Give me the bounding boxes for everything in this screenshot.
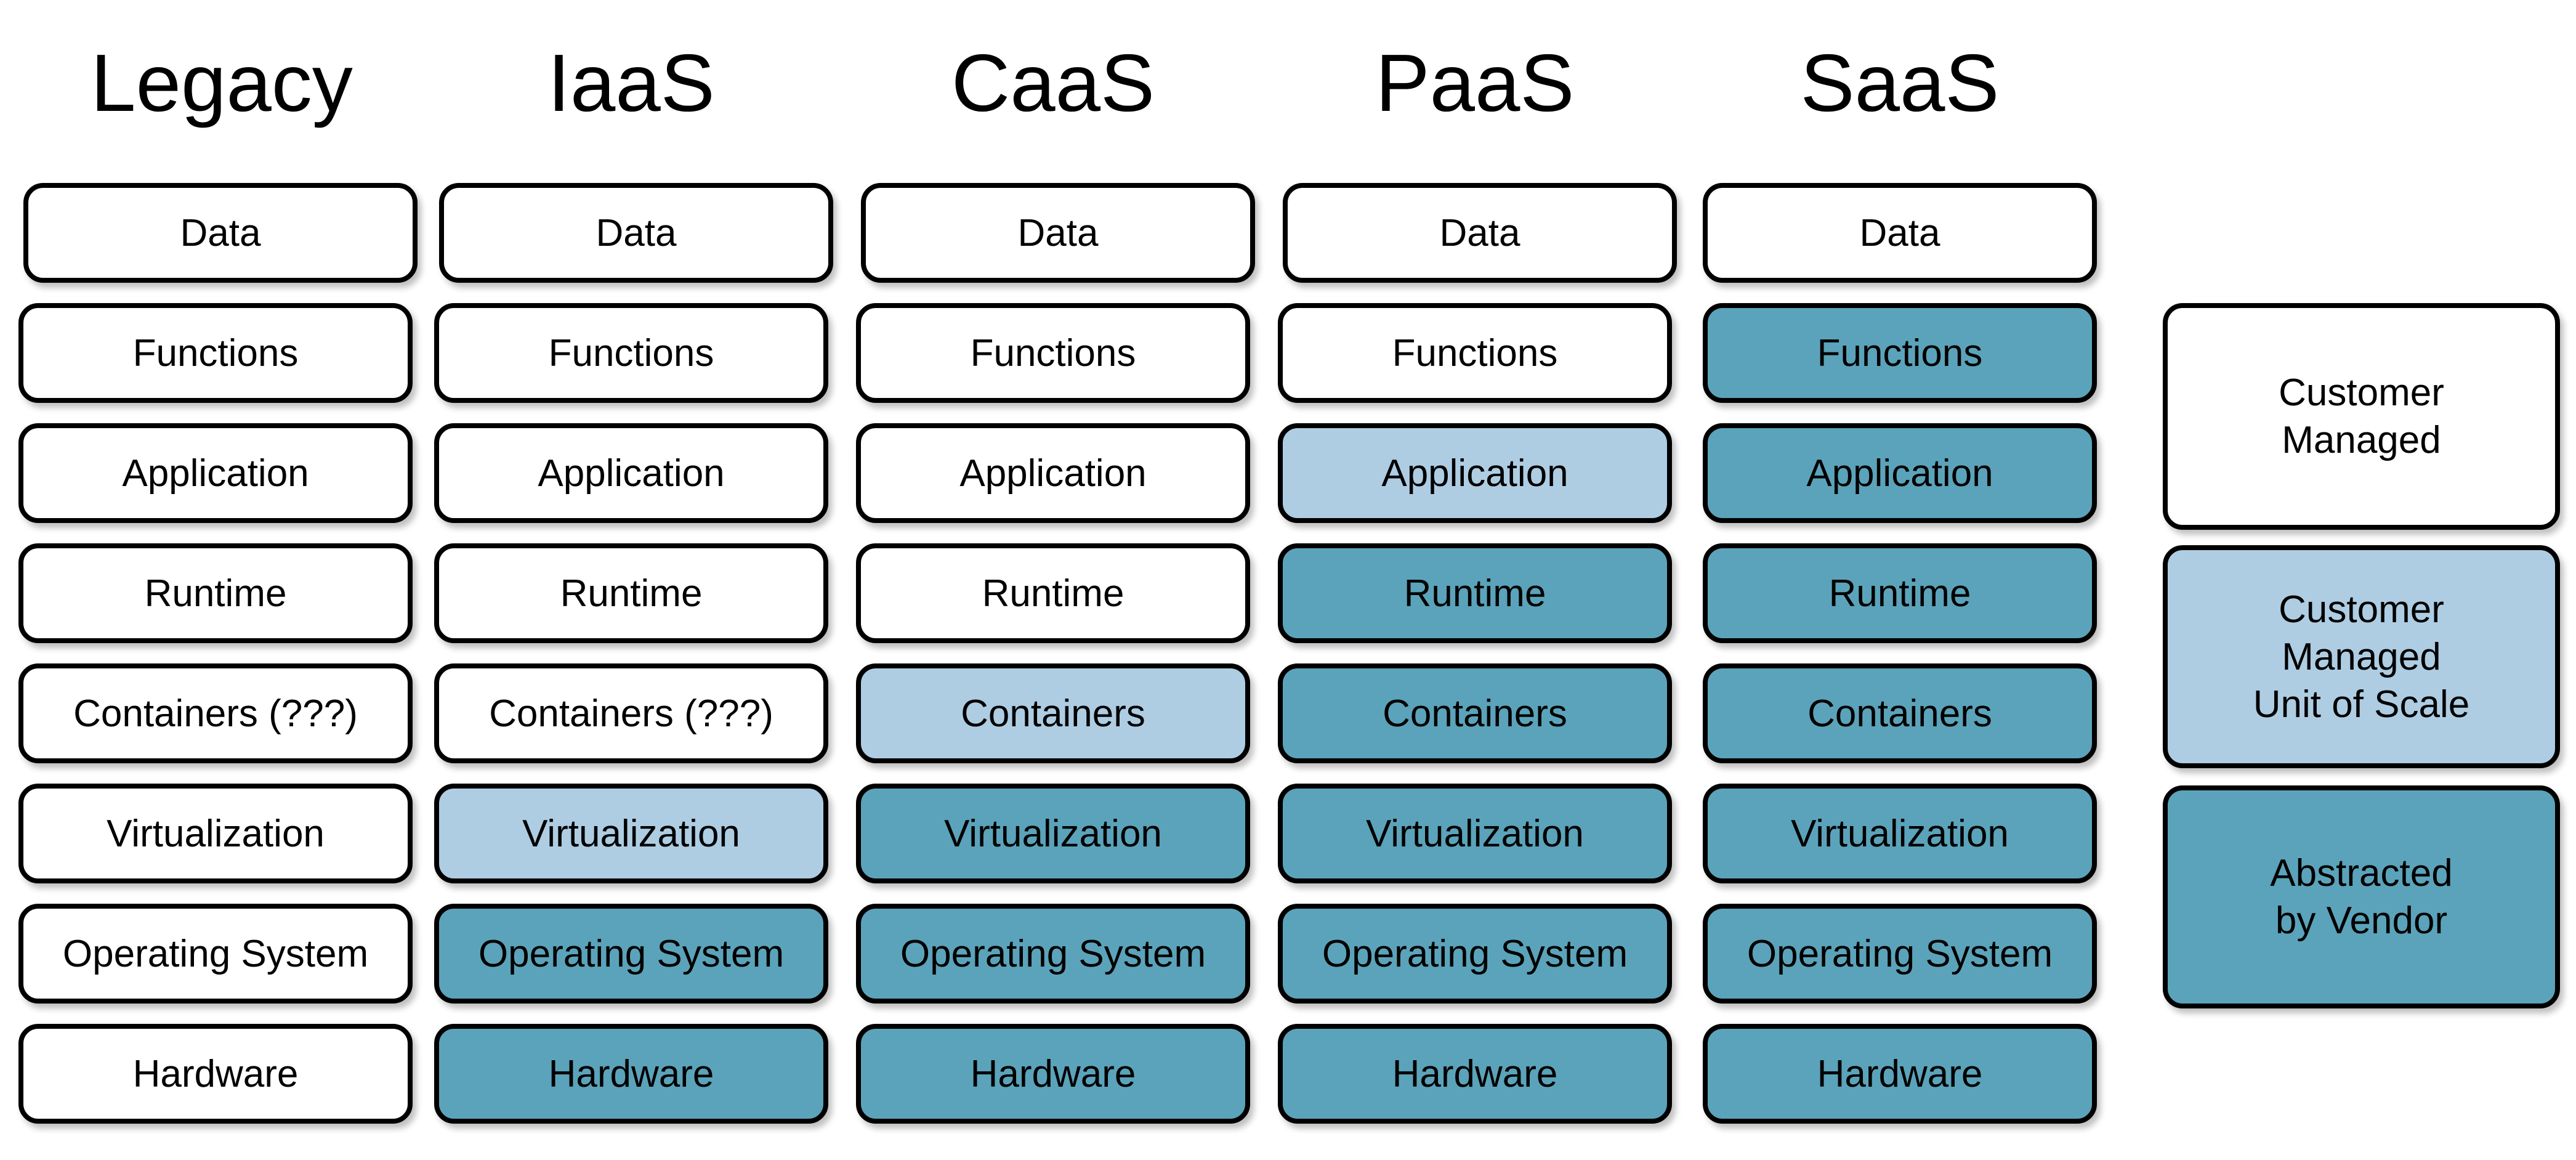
legend-customer-managed-unit-of-scale: Customer Managed Unit of Scale — [2163, 545, 2560, 768]
cell-label: Data — [1439, 211, 1520, 254]
cell-label: Virtualization — [107, 812, 325, 855]
cell-label: Application — [538, 452, 725, 495]
cell-label: Data — [1017, 211, 1099, 254]
cell-label: Hardware — [1392, 1052, 1558, 1095]
caas-application-cell: Application — [856, 423, 1250, 523]
paas-operating-system-cell: Operating System — [1278, 904, 1672, 1004]
cell-label: Hardware — [1817, 1052, 1983, 1095]
cell-label: Operating System — [900, 932, 1206, 975]
iaas-functions-cell: Functions — [434, 303, 828, 403]
cell-label: Operating System — [478, 932, 785, 975]
cell-label: Virtualization — [522, 812, 740, 855]
saas-data-cell: Data — [1703, 183, 2097, 283]
caas-operating-system-cell: Operating System — [856, 904, 1250, 1004]
cell-label: Functions — [1392, 331, 1558, 375]
cell-label: Hardware — [970, 1052, 1136, 1095]
legacy-containers-cell: Containers (???) — [18, 663, 413, 763]
cell-label: Containers (???) — [489, 692, 773, 735]
paas-application-cell: Application — [1278, 423, 1672, 523]
iaas-containers-cell: Containers (???) — [434, 663, 828, 763]
iaas-data-cell: Data — [439, 183, 833, 283]
cell-label: Virtualization — [944, 812, 1162, 855]
column-title-saas: SaaS — [1800, 38, 2000, 128]
column-title-iaas: IaaS — [547, 38, 715, 128]
caas-hardware-cell: Hardware — [856, 1024, 1250, 1124]
cell-label: Data — [596, 211, 677, 254]
saas-application-cell: Application — [1703, 423, 2097, 523]
legacy-runtime-cell: Runtime — [18, 543, 413, 643]
caas-runtime-cell: Runtime — [856, 543, 1250, 643]
paas-functions-cell: Functions — [1278, 303, 1672, 403]
saas-hardware-cell: Hardware — [1703, 1024, 2097, 1124]
caas-functions-cell: Functions — [856, 303, 1250, 403]
saas-runtime-cell: Runtime — [1703, 543, 2097, 643]
iaas-runtime-cell: Runtime — [434, 543, 828, 643]
paas-runtime-cell: Runtime — [1278, 543, 1672, 643]
cell-label: Operating System — [1322, 932, 1628, 975]
cell-label: Containers — [1807, 692, 1992, 735]
cell-label: Hardware — [548, 1052, 714, 1095]
cell-label: Containers (???) — [73, 692, 358, 735]
cell-label: Functions — [132, 331, 299, 375]
legend-customer-managed: Customer Managed — [2163, 303, 2560, 530]
legacy-operating-system-cell: Operating System — [18, 904, 413, 1004]
saas-containers-cell: Containers — [1703, 663, 2097, 763]
cell-label: Application — [959, 452, 1147, 495]
caas-data-cell: Data — [861, 183, 1255, 283]
legacy-virtualization-cell: Virtualization — [18, 784, 413, 883]
cell-label: Containers — [1383, 692, 1567, 735]
cell-label: Functions — [970, 331, 1136, 375]
legacy-application-cell: Application — [18, 423, 413, 523]
cell-label: Runtime — [144, 572, 287, 615]
column-title-paas: PaaS — [1375, 38, 1575, 128]
iaas-hardware-cell: Hardware — [434, 1024, 828, 1124]
cell-label: Operating System — [1746, 932, 2053, 975]
cell-label: Runtime — [1828, 572, 1971, 615]
cell-label: Containers — [961, 692, 1145, 735]
cell-label: Runtime — [1403, 572, 1546, 615]
cell-label: Application — [122, 452, 309, 495]
iaas-operating-system-cell: Operating System — [434, 904, 828, 1004]
legacy-data-cell: Data — [23, 183, 418, 283]
caas-virtualization-cell: Virtualization — [856, 784, 1250, 883]
cell-label: Operating System — [62, 932, 369, 975]
cell-label: Data — [180, 211, 261, 254]
saas-virtualization-cell: Virtualization — [1703, 784, 2097, 883]
cell-label: Virtualization — [1791, 812, 2009, 855]
cell-label: Runtime — [982, 572, 1124, 615]
cell-label: Data — [1859, 211, 1940, 254]
cell-label: Application — [1806, 452, 1993, 495]
saas-functions-cell: Functions — [1703, 303, 2097, 403]
cell-label: Application — [1381, 452, 1569, 495]
column-title-legacy: Legacy — [91, 38, 353, 128]
cell-label: Functions — [548, 331, 714, 375]
cell-label: Functions — [1817, 331, 1983, 375]
paas-virtualization-cell: Virtualization — [1278, 784, 1672, 883]
cell-label: Runtime — [560, 572, 703, 615]
saas-operating-system-cell: Operating System — [1703, 904, 2097, 1004]
legend-abstracted-by-vendor: Abstracted by Vendor — [2163, 785, 2560, 1008]
iaas-virtualization-cell: Virtualization — [434, 784, 828, 883]
cell-label: Hardware — [132, 1052, 299, 1095]
legacy-functions-cell: Functions — [18, 303, 413, 403]
legacy-hardware-cell: Hardware — [18, 1024, 413, 1124]
paas-containers-cell: Containers — [1278, 663, 1672, 763]
column-title-caas: CaaS — [951, 38, 1155, 128]
cell-label: Virtualization — [1366, 812, 1584, 855]
paas-data-cell: Data — [1283, 183, 1677, 283]
iaas-application-cell: Application — [434, 423, 828, 523]
caas-containers-cell: Containers — [856, 663, 1250, 763]
paas-hardware-cell: Hardware — [1278, 1024, 1672, 1124]
